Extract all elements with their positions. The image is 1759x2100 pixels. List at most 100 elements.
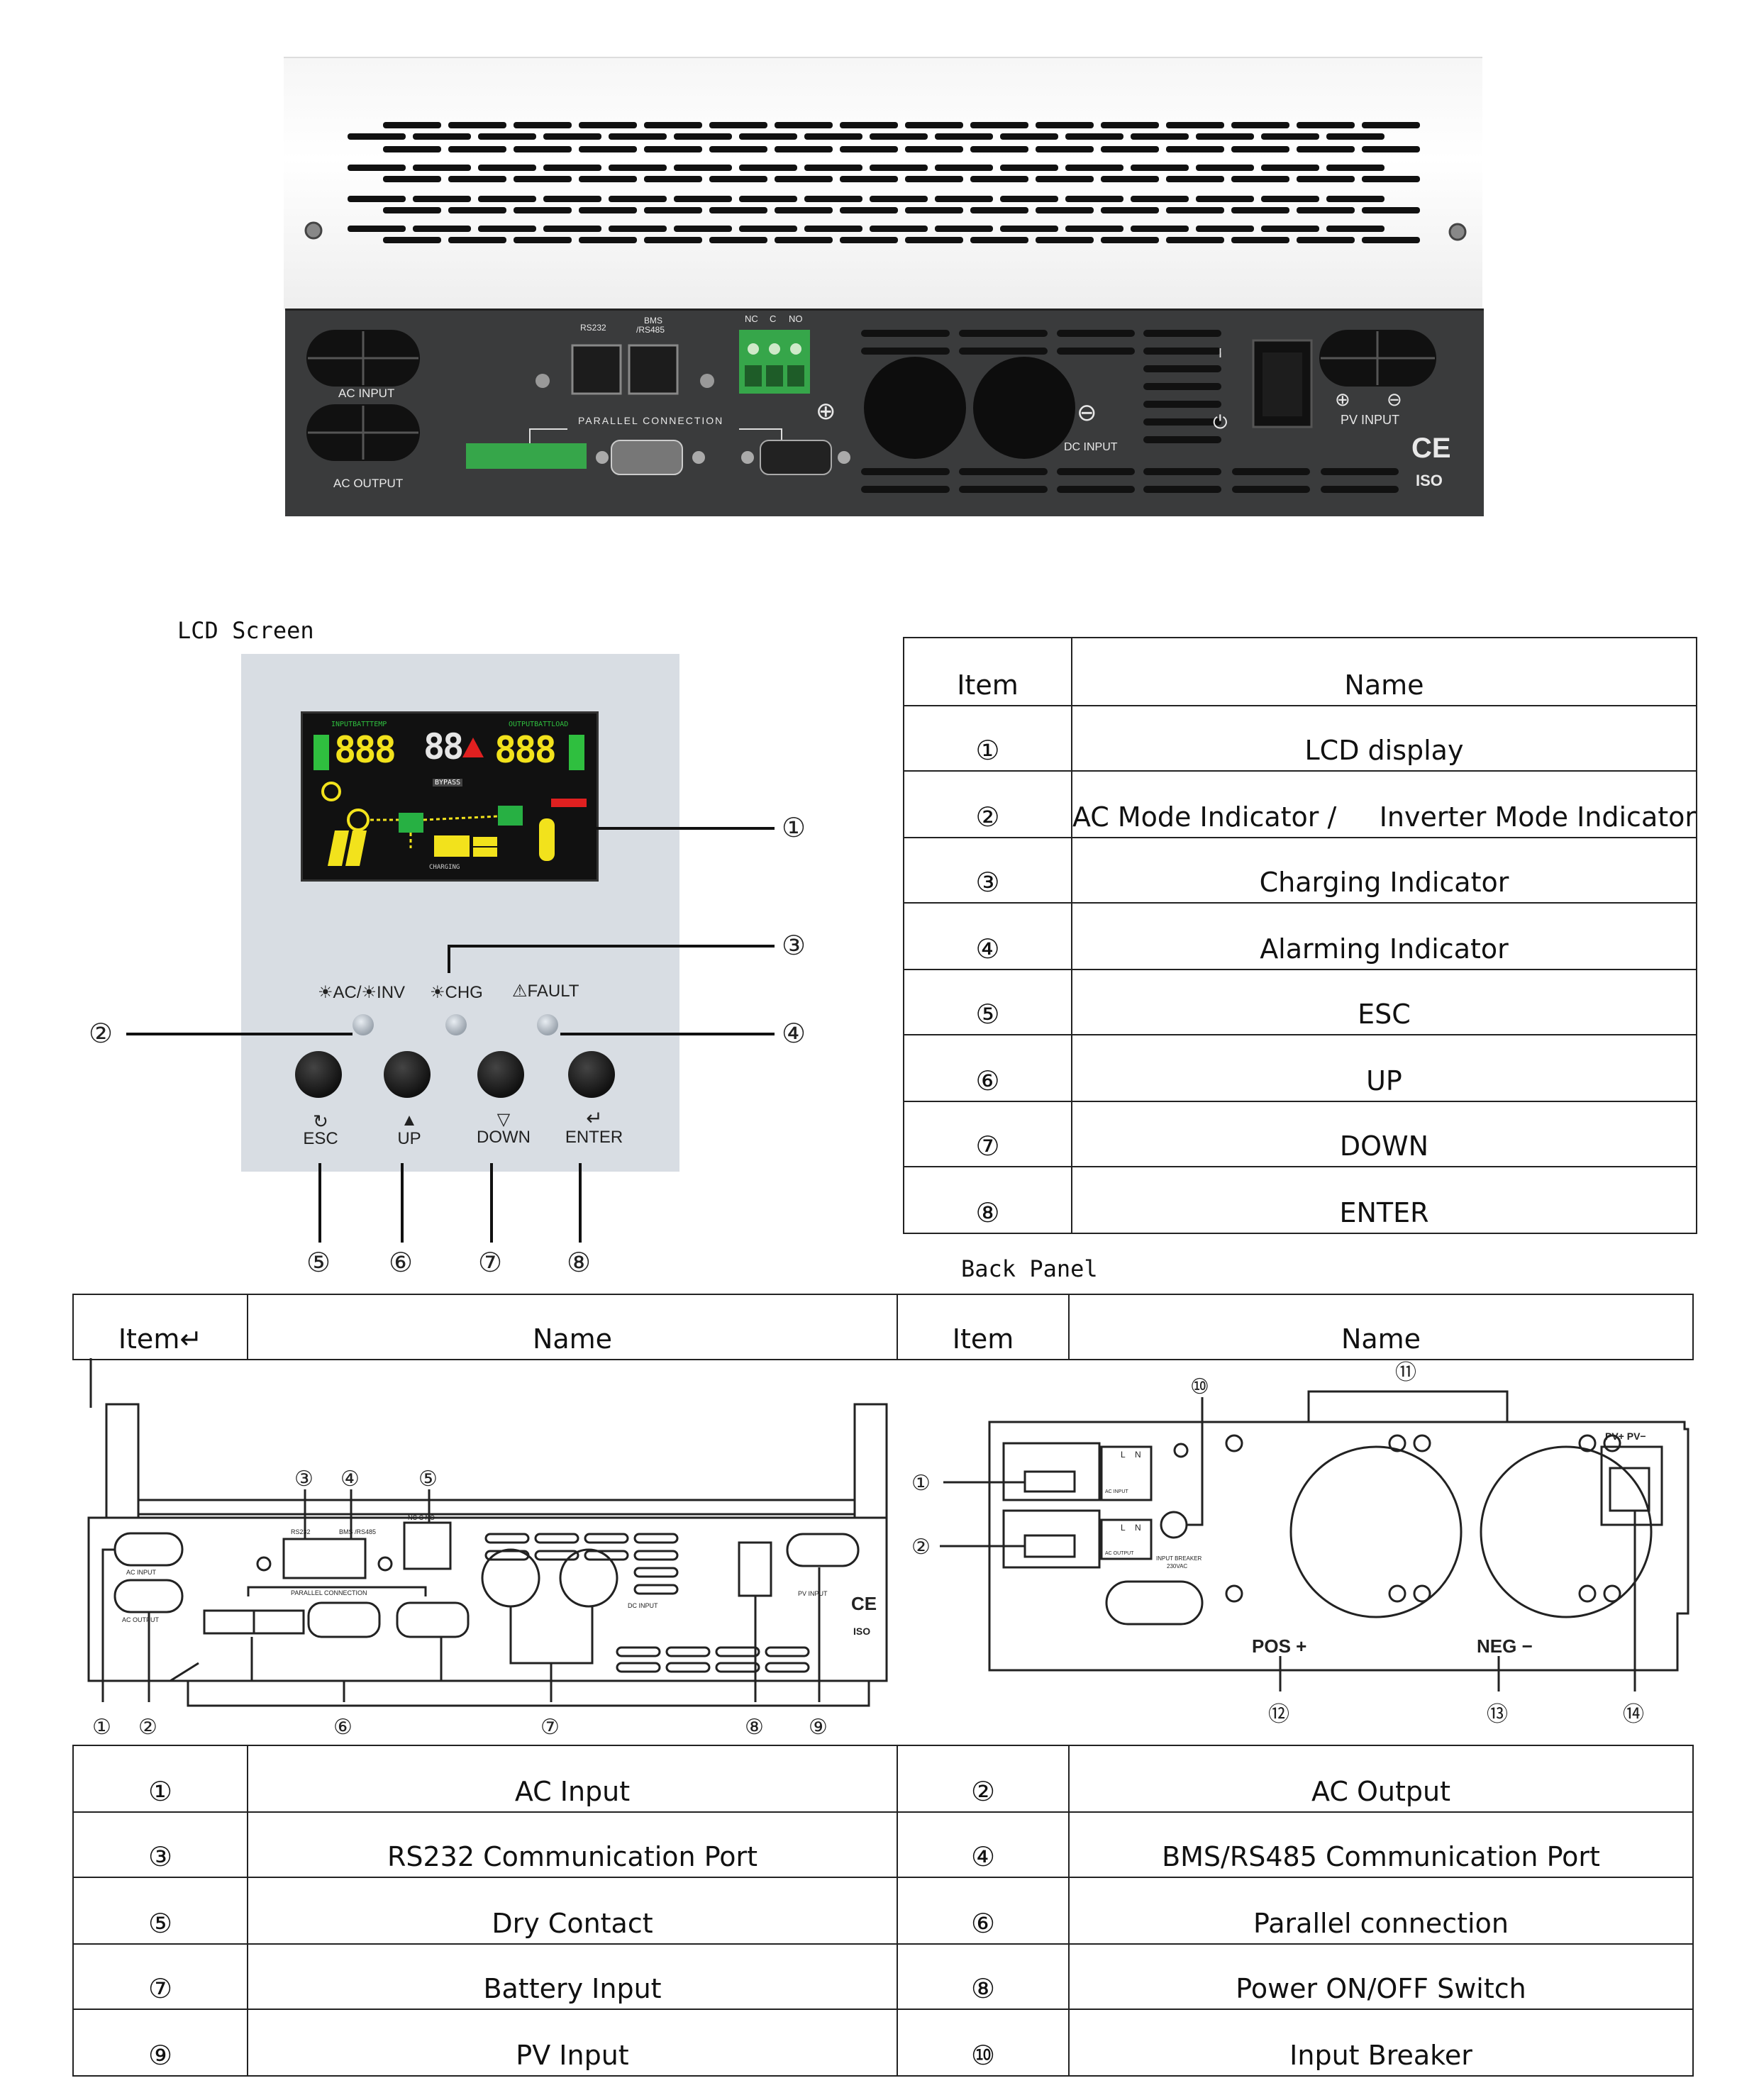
c-label: C xyxy=(770,313,777,324)
vent-slot xyxy=(935,133,993,140)
vent-slot xyxy=(383,146,441,152)
vent-slot xyxy=(1166,122,1224,128)
indicator-ac-inv-label: ☀AC/☀INV xyxy=(318,983,406,1002)
vent-slot xyxy=(1261,165,1319,171)
vent-slot xyxy=(1326,165,1385,171)
vent-slot xyxy=(970,237,1028,243)
vent-slot xyxy=(1261,133,1319,140)
vent-slot xyxy=(478,226,536,232)
lcd-callout-6: ⑥ xyxy=(389,1247,414,1278)
up-button[interactable] xyxy=(384,1051,431,1098)
lcd-callout-lines xyxy=(126,827,775,1243)
table-row-item: ④ xyxy=(903,902,1072,970)
vent-slot xyxy=(804,226,862,232)
vent-slot xyxy=(1131,165,1189,171)
draw-term-ac-output: AC OUTPUT xyxy=(1105,1551,1134,1556)
table-row-name: Alarming Indicator xyxy=(1070,902,1698,970)
vent-slot xyxy=(1101,146,1159,152)
vent-slot xyxy=(478,165,536,171)
vent-slot xyxy=(935,196,993,202)
up-icon: ▲ xyxy=(401,1111,418,1130)
table-row-name: DOWN xyxy=(1070,1101,1698,1167)
vent-slot xyxy=(1000,165,1058,171)
vent-slot xyxy=(804,133,862,140)
ce-mark: CE xyxy=(1411,433,1451,464)
pv-input-label: PV INPUT xyxy=(1341,413,1400,427)
vent-slot xyxy=(709,207,767,213)
vent-slot xyxy=(579,237,637,243)
table-row-item: ⑧ xyxy=(903,1166,1072,1234)
left-callout-1: ① xyxy=(92,1715,111,1740)
vent-slot xyxy=(609,165,667,171)
table-row-item: ⑦ xyxy=(72,1943,248,2010)
table-row-name: RS232 Communication Port xyxy=(247,1811,898,1878)
table-row-name: AC Output xyxy=(1068,1745,1694,1813)
vent-slot xyxy=(775,146,833,152)
vent-slot xyxy=(1231,207,1289,213)
draw-pv-pm-label: PV+ PV− xyxy=(1605,1430,1646,1442)
draw-term-n-1: N xyxy=(1135,1450,1141,1460)
lcd-display: INPUTBATTTEMP OUTPUTBATTLOAD 888 88 888 … xyxy=(301,711,599,882)
pv-plus-icon: ⊕ xyxy=(1335,389,1350,410)
vent-slot xyxy=(348,165,406,171)
esc-label: ESC xyxy=(303,1129,338,1148)
vent-slot xyxy=(1326,196,1385,202)
vent-slot xyxy=(674,165,732,171)
vent-slot xyxy=(970,146,1028,152)
vent-slot xyxy=(905,176,963,182)
right-callout-2: ② xyxy=(911,1535,931,1560)
draw-term-n-2: N xyxy=(1135,1523,1141,1533)
vent-slot xyxy=(1362,122,1420,128)
enter-button[interactable] xyxy=(568,1051,615,1098)
back-header-name-2: Name xyxy=(1068,1294,1694,1360)
vent-slot xyxy=(543,196,601,202)
vent-slot xyxy=(609,196,667,202)
esc-button[interactable] xyxy=(295,1051,342,1098)
vent-slot xyxy=(644,122,702,128)
vent-slot xyxy=(609,226,667,232)
vent-slot xyxy=(413,226,471,232)
vent-slot xyxy=(709,146,767,152)
vent-slot xyxy=(1065,133,1123,140)
vent-slot xyxy=(478,133,536,140)
vent-slot xyxy=(739,165,797,171)
indicator-chg-led xyxy=(445,1014,467,1035)
device-top-cover xyxy=(284,57,1482,310)
vent-slot xyxy=(1131,133,1189,140)
lcd-callout-3: ③ xyxy=(782,930,806,961)
vent-slot xyxy=(674,226,732,232)
back-header-name-1: Name xyxy=(247,1294,898,1360)
vent-slot xyxy=(709,176,767,182)
esc-icon: ↻ xyxy=(313,1111,328,1132)
vent-slot xyxy=(579,207,637,213)
vent-slot xyxy=(775,207,833,213)
vent-slot xyxy=(579,146,637,152)
no-label: NO xyxy=(789,313,803,324)
table-row-item: ⑧ xyxy=(897,1943,1070,2010)
draw-neg-label: NEG − xyxy=(1477,1635,1533,1657)
vent-slot xyxy=(804,196,862,202)
vent-slot xyxy=(840,237,898,243)
vent-slot xyxy=(840,207,898,213)
draw-term-l-1: L xyxy=(1121,1450,1126,1460)
table-row-item: ③ xyxy=(72,1811,248,1878)
enter-label: ENTER xyxy=(565,1128,623,1147)
vent-slot xyxy=(383,176,441,182)
vent-slot xyxy=(1297,237,1355,243)
dc-minus-icon: ⊖ xyxy=(1077,399,1097,426)
vent-slot xyxy=(1196,165,1254,171)
down-button[interactable] xyxy=(477,1051,524,1098)
vent-slot xyxy=(514,237,572,243)
right-callout-1: ① xyxy=(911,1471,931,1496)
lcd-label-charging: CHARGING xyxy=(429,864,460,871)
vent-slot xyxy=(1166,176,1224,182)
vent-slot xyxy=(1362,207,1420,213)
vent-slot xyxy=(1131,196,1189,202)
vent-slot xyxy=(870,196,928,202)
vent-slot xyxy=(1362,146,1420,152)
draw-rs232-label: RS232 xyxy=(291,1528,311,1535)
vent-slot xyxy=(413,133,471,140)
draw-ac-input-label: AC INPUT xyxy=(126,1569,157,1576)
vent-slot xyxy=(1000,133,1058,140)
vent-slot xyxy=(935,165,993,171)
